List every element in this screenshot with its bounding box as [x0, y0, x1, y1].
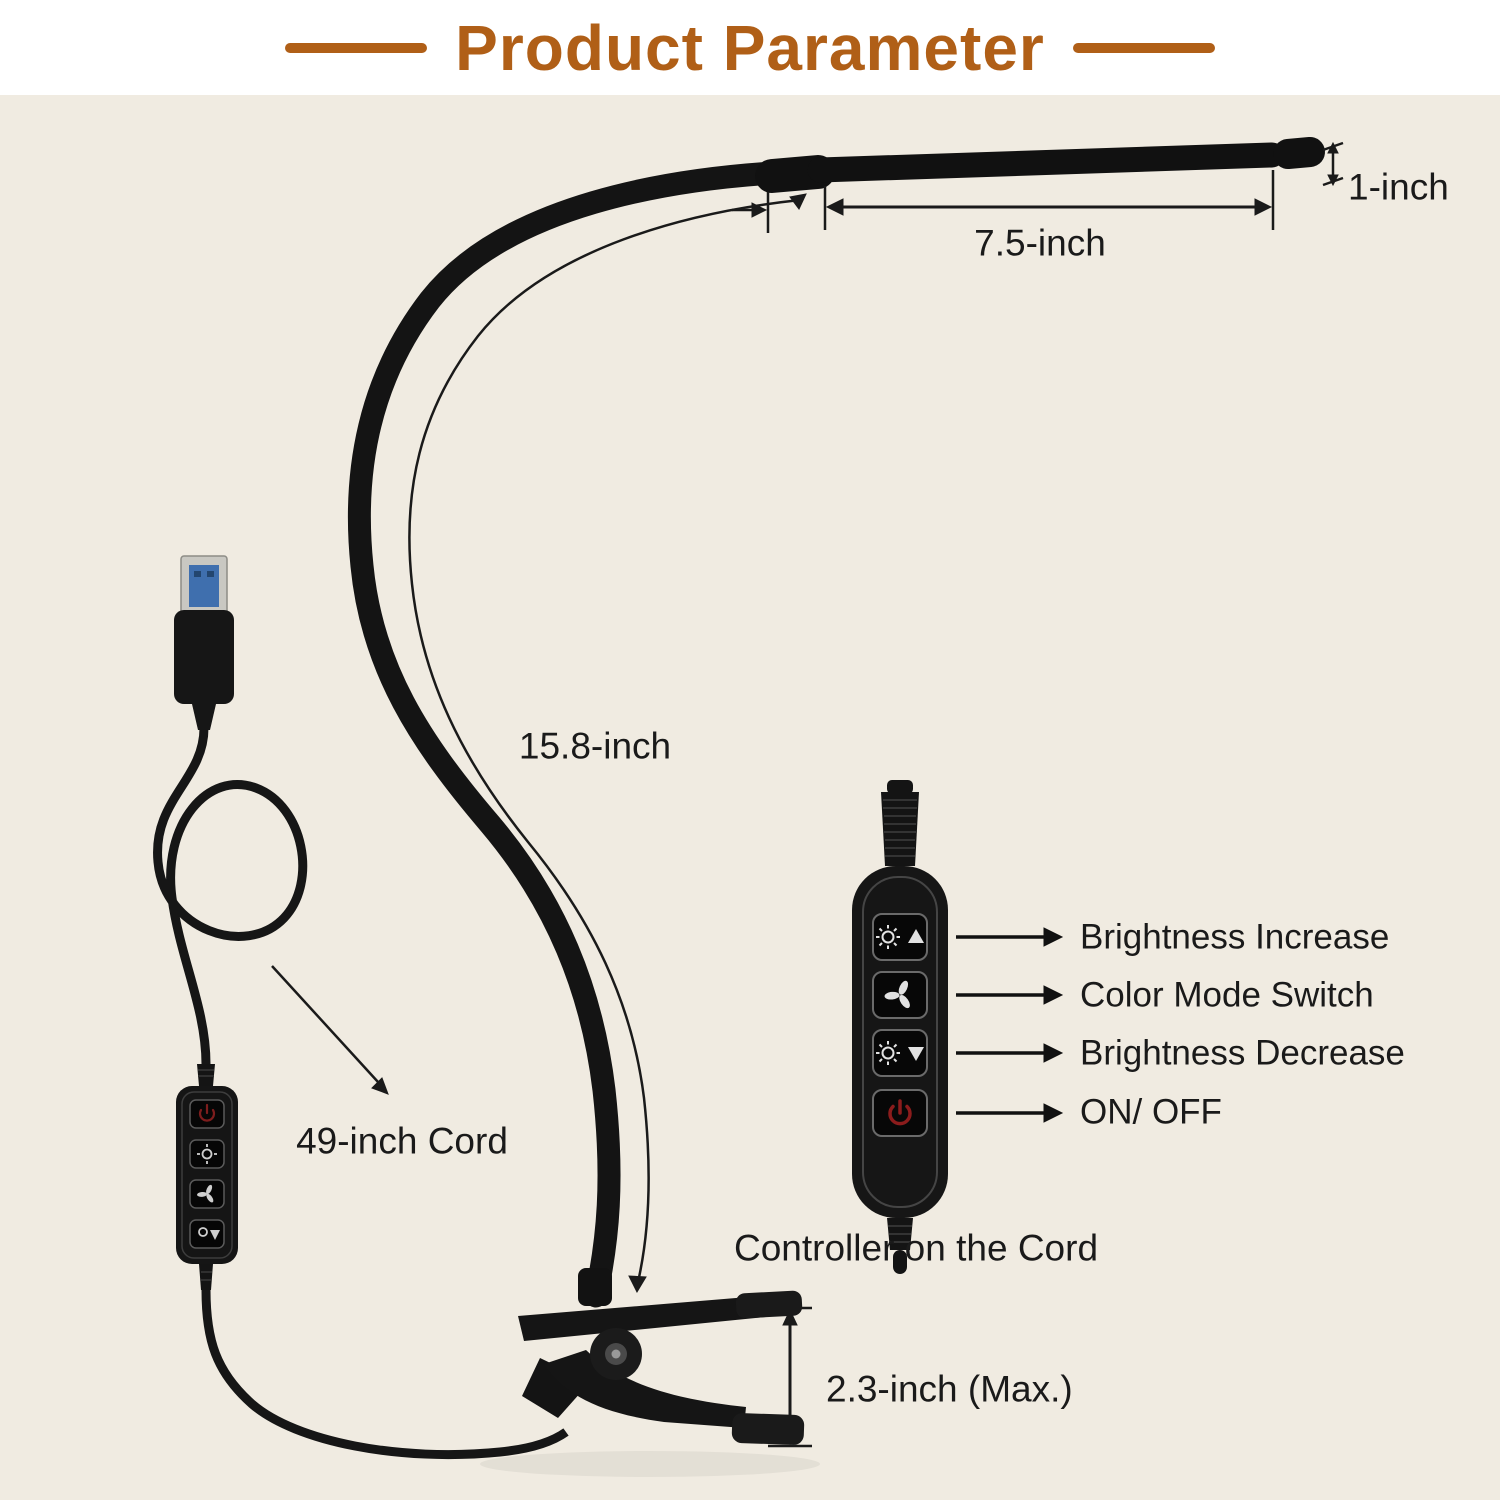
gooseneck-arm	[347, 160, 802, 1308]
title-dash-left	[285, 42, 428, 53]
controller-label-brightness-increase: Brightness Increase	[1080, 917, 1390, 957]
dim-label-clip-opening: 2.3-inch (Max.)	[826, 1368, 1073, 1410]
title-dash-right	[1072, 42, 1215, 53]
dim-label-cord: 49-inch Cord	[296, 1120, 508, 1162]
controller-enlarged	[852, 780, 948, 1274]
usb-cable	[153, 727, 569, 1460]
controller-label-brightness-decrease: Brightness Decrease	[1080, 1033, 1405, 1073]
title-band: Product Parameter	[0, 0, 1500, 95]
inline-color-mode-icon	[197, 1184, 214, 1203]
controller-label-power: ON/ OFF	[1080, 1092, 1222, 1132]
color-mode-button	[872, 971, 928, 1019]
dim-label-head-cap: 1-inch	[1348, 166, 1449, 208]
inline-controller	[176, 1064, 238, 1290]
dim-label-gooseneck: 15.8-inch	[518, 725, 672, 767]
brightness-decrease-icon	[876, 1041, 900, 1065]
page-title: Product Parameter	[455, 11, 1045, 84]
color-mode-icon	[884, 980, 910, 1009]
clip-shadow	[480, 1451, 820, 1477]
brightness-increase-icon	[876, 925, 900, 949]
inline-brightness-button	[189, 1139, 225, 1169]
usb-plug-icon	[174, 555, 234, 730]
lamp-head	[755, 137, 1325, 193]
inline-dim-icon	[198, 1227, 220, 1240]
clip-clamp	[518, 1268, 805, 1445]
controller-caption: Controller on the Cord	[734, 1227, 1099, 1269]
dimension-lines	[271, 141, 1344, 1448]
dim-label-head-length: 7.5-inch	[974, 222, 1106, 264]
controller-label-arrows	[956, 927, 1064, 1123]
inline-power-icon	[198, 1103, 216, 1122]
controller-label-color-mode: Color Mode Switch	[1080, 975, 1374, 1015]
power-icon	[888, 1099, 912, 1126]
inline-brightness-icon	[197, 1144, 217, 1164]
background-panel	[0, 95, 1500, 1500]
